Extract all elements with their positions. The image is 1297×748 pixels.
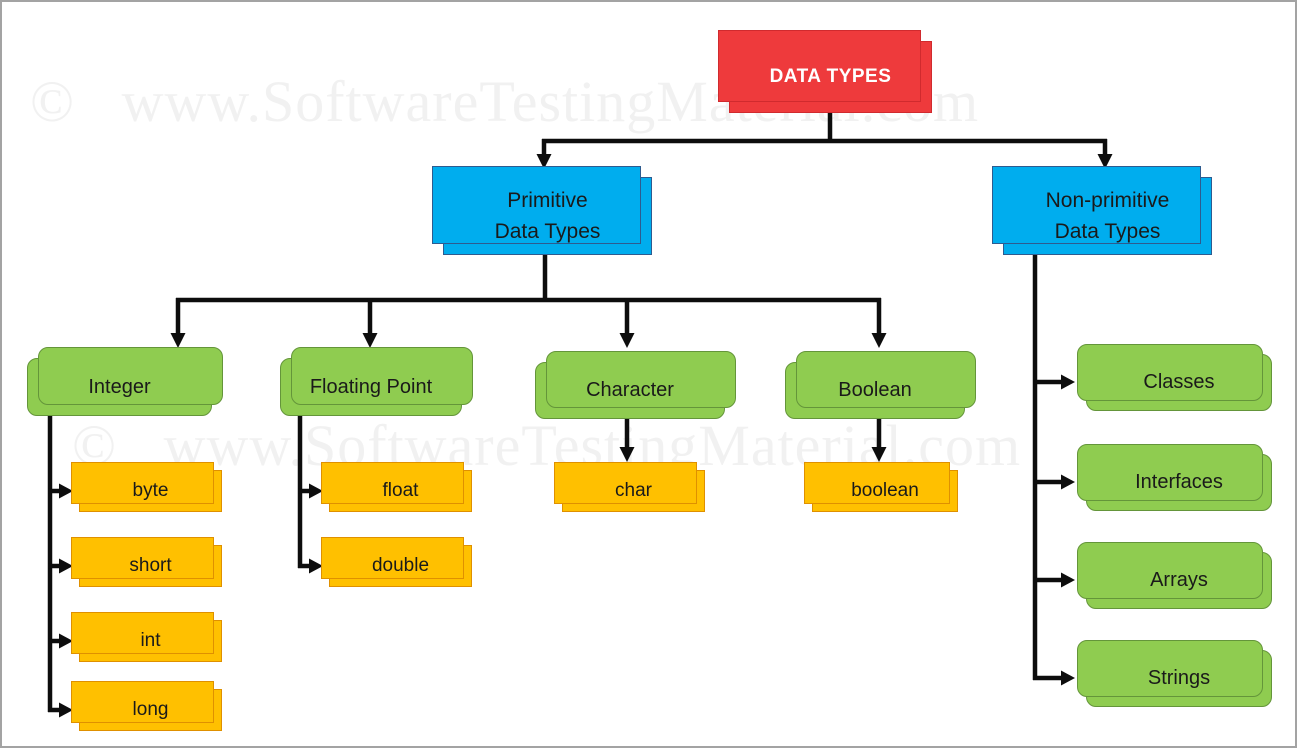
node-long: long [79, 689, 222, 731]
node-label: boolean [851, 480, 919, 501]
node-interfaces: Interfaces [1086, 454, 1272, 511]
node-label: int [140, 630, 161, 651]
node-byte: byte [79, 470, 222, 512]
node-label: Integer [88, 375, 151, 398]
connector-character-to-char [619, 417, 635, 462]
node-label-line: Non-primitive [1045, 188, 1170, 212]
node-non-primitive-data-types: Non-primitive Data Types [1003, 177, 1212, 255]
node-label: byte [132, 480, 169, 501]
node-label: long [132, 699, 169, 720]
connector-boolean-to-boolean [871, 417, 887, 462]
node-primitive-data-types: Primitive Data Types [443, 177, 652, 255]
node-label: Arrays [1150, 569, 1208, 591]
node-label: Boolean [838, 379, 912, 401]
node-label: char [615, 480, 652, 501]
node-label: Character [586, 379, 674, 401]
connector-floating-point-to-leaves [297, 414, 323, 574]
node-boolean-leaf: boolean [812, 470, 958, 512]
node-data-types: DATA TYPES [729, 41, 932, 113]
node-label: short [129, 555, 172, 576]
node-label: float [382, 480, 419, 501]
node-label-line: Primitive [507, 188, 588, 212]
node-strings: Strings [1086, 650, 1272, 707]
node-character: Character [535, 362, 725, 419]
node-label: Strings [1147, 667, 1211, 689]
node-double: double [329, 545, 472, 587]
connector-root-to-level1 [536, 112, 1113, 169]
node-label-line: Data Types [1054, 220, 1161, 243]
node-arrays: Arrays [1086, 552, 1272, 609]
node-label: DATA TYPES [769, 66, 892, 87]
connector-nonprimitive-to-leaves [1032, 255, 1075, 686]
connector-integer-to-leaves [47, 414, 73, 718]
node-boolean-category: Boolean [785, 362, 965, 419]
node-integer: Integer [27, 358, 212, 416]
node-label-line: Data Types [494, 220, 601, 243]
node-float: float [329, 470, 472, 512]
node-classes: Classes [1086, 354, 1272, 411]
connector-primitive-to-categories [170, 255, 887, 348]
node-int: int [79, 620, 222, 662]
node-label: Floating Point [309, 375, 433, 398]
node-label: Classes [1143, 371, 1215, 393]
node-short: short [79, 545, 222, 587]
node-char: char [562, 470, 705, 512]
node-label: Interfaces [1135, 471, 1223, 493]
node-label: double [371, 555, 430, 576]
node-floating-point: Floating Point [280, 358, 462, 416]
